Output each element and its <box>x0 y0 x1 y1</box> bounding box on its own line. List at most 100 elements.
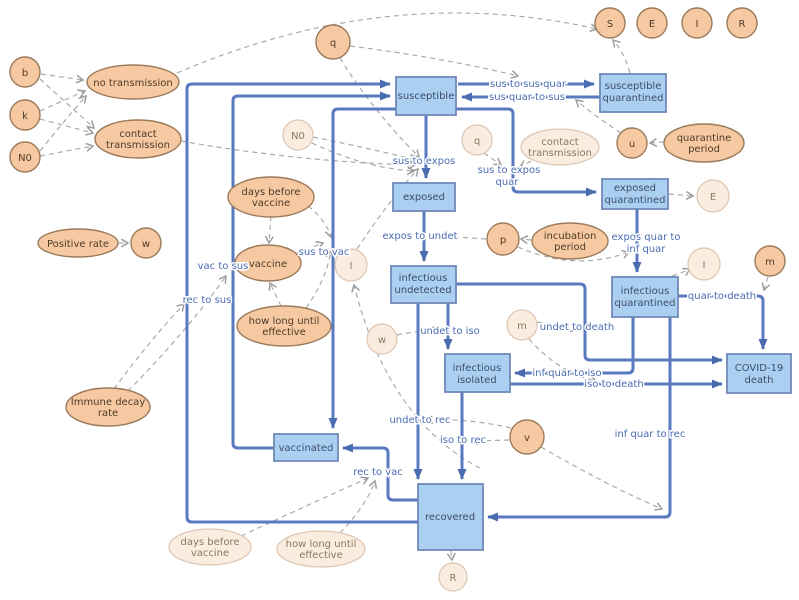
stock-infectious-isolated-box[interactable] <box>444 353 511 393</box>
variable-b[interactable]: b <box>9 56 41 88</box>
variable-n0-shape[interactable] <box>9 141 41 173</box>
stock-vaccinated-box[interactable] <box>273 433 339 462</box>
ghost-contact-transmission[interactable]: contact transmission <box>520 128 600 166</box>
stock-infectious-quarantined-label1: infectious <box>621 286 670 297</box>
stock-exposed[interactable]: exposed <box>392 182 456 212</box>
ghost-days-before-vaccine[interactable]: days before vaccine <box>168 528 252 566</box>
variable-days-before-vaccine[interactable]: days before vaccine <box>227 176 315 218</box>
stock-susceptible[interactable]: susceptible <box>395 76 457 116</box>
ghost-r-shape[interactable] <box>438 562 468 592</box>
variable-k[interactable]: k <box>9 99 41 131</box>
flow-label-inf-quar-to-iso: inf quar to iso <box>532 368 601 379</box>
variable-immune-decay-rate[interactable]: Immune decay rate <box>65 387 151 427</box>
variable-r[interactable]: R <box>726 7 758 39</box>
ghost-w[interactable]: w <box>366 323 398 355</box>
variable-e-shape[interactable] <box>636 7 668 39</box>
ghost-contact-transmission-shape[interactable] <box>520 128 600 166</box>
variable-s-shape[interactable] <box>594 7 626 39</box>
ghost-m-shape[interactable] <box>506 309 538 341</box>
variable-vaccine[interactable]: vaccine <box>234 244 302 282</box>
ghost-q-shape[interactable] <box>461 124 493 156</box>
variable-contact-transmission[interactable]: contact transmission <box>94 119 182 159</box>
stock-covid19-death[interactable]: COVID-19 death <box>726 353 792 394</box>
stock-exposed-quarantined-box[interactable] <box>601 178 669 210</box>
link-k-contact-transmission <box>39 118 95 136</box>
stock-covid19-death-box[interactable] <box>726 353 792 394</box>
ghost-i-right-shape[interactable] <box>687 247 721 281</box>
stock-infectious-quarantined-box[interactable] <box>611 276 679 318</box>
pipe-sus-to-expos-quar[interactable] <box>456 107 597 197</box>
variable-quarantine-period-shape[interactable] <box>663 123 745 163</box>
variable-no-transmission[interactable]: no transmission <box>86 64 180 100</box>
stock-infectious-undetected[interactable]: infectious undetected <box>390 265 457 304</box>
variable-contact-transmission-shape[interactable] <box>94 119 182 159</box>
variable-n0[interactable]: N0 <box>9 141 41 173</box>
ghost-i-left-shape[interactable] <box>334 248 368 282</box>
variable-no-transmission-shape[interactable] <box>86 64 180 100</box>
ghost-q[interactable]: q <box>461 124 493 156</box>
variable-q-shape[interactable] <box>315 24 351 60</box>
stock-exposed-quarantined[interactable]: exposed quarantined <box>601 178 669 210</box>
pipe-undet-to-death[interactable] <box>456 282 723 365</box>
variable-incubation-period-shape[interactable] <box>531 222 609 260</box>
pipe-inf-quar-to-rec[interactable] <box>487 317 672 522</box>
variable-incubation-period[interactable]: incubation period <box>531 222 609 260</box>
link-p-expos-to-undet <box>430 231 487 241</box>
variable-quarantine-period[interactable]: quarantine period <box>663 123 745 163</box>
variable-how-long-until-effective-shape[interactable] <box>236 305 332 347</box>
stock-infectious-isolated[interactable]: infectious isolated <box>444 353 511 393</box>
stock-susceptible-quarantined[interactable]: susceptible quarantined <box>599 73 667 113</box>
stock-infectious-quarantined[interactable]: infectious quarantined <box>611 276 679 318</box>
pipe-vac-to-sus[interactable] <box>231 91 391 450</box>
variable-m[interactable]: m <box>754 245 786 277</box>
pipe-rec-to-vac[interactable] <box>342 443 418 502</box>
ghost-e-shape[interactable] <box>696 179 730 213</box>
ghost-r[interactable]: R <box>438 562 468 592</box>
ghost-days-before-vaccine-shape[interactable] <box>168 528 252 566</box>
variable-w[interactable]: w <box>130 227 162 259</box>
ghost-n0[interactable]: N0 <box>282 119 314 151</box>
stock-infectious-undetected-box[interactable] <box>390 265 457 304</box>
ghost-i-right[interactable]: I <box>687 247 721 281</box>
variable-r-shape[interactable] <box>726 7 758 39</box>
variable-u-shape[interactable] <box>616 127 648 159</box>
variable-positive-rate[interactable]: Positive rate <box>37 228 119 258</box>
ghost-i-left[interactable]: I <box>334 248 368 282</box>
variable-days-before-vaccine-shape[interactable] <box>227 176 315 218</box>
variable-u[interactable]: u <box>616 127 648 159</box>
stock-recovered[interactable]: recovered <box>417 483 484 551</box>
stock-susceptible-box[interactable] <box>395 76 457 116</box>
variable-i[interactable]: I <box>681 7 713 39</box>
variable-s[interactable]: S <box>594 7 626 39</box>
variable-p[interactable]: p <box>486 222 520 256</box>
stock-vaccinated[interactable]: vaccinated <box>273 433 339 462</box>
variable-e[interactable]: E <box>636 7 668 39</box>
variable-q[interactable]: q <box>315 24 351 60</box>
ghost-w-shape[interactable] <box>366 323 398 355</box>
pipe-inf-quar-to-iso[interactable] <box>514 317 635 378</box>
variable-i-shape[interactable] <box>681 7 713 39</box>
ghost-m[interactable]: m <box>506 309 538 341</box>
variable-w-shape[interactable] <box>130 227 162 259</box>
pipe-rec-to-sus[interactable] <box>185 79 418 524</box>
variable-vaccine-shape[interactable] <box>234 244 302 282</box>
variable-how-long-until-effective[interactable]: how long until effective <box>236 305 332 347</box>
variable-immune-decay-rate-shape[interactable] <box>65 387 151 427</box>
variable-p-shape[interactable] <box>486 222 520 256</box>
ghost-e-label: E <box>710 192 716 203</box>
ghost-how-long-until-effective[interactable]: how long until effective <box>276 530 366 568</box>
variable-k-shape[interactable] <box>9 99 41 131</box>
variable-v[interactable]: v <box>509 419 545 455</box>
ghost-how-long-until-effective-shape[interactable] <box>276 530 366 568</box>
variable-m-shape[interactable] <box>754 245 786 277</box>
pipe-quar-to-death[interactable] <box>678 294 768 350</box>
stock-susceptible-quarantined-box[interactable] <box>599 73 667 113</box>
variable-v-shape[interactable] <box>509 419 545 455</box>
pipe-sus-to-vac[interactable] <box>328 107 396 429</box>
stock-recovered-box[interactable] <box>417 483 484 551</box>
variable-b-shape[interactable] <box>9 56 41 88</box>
ghost-n0-shape[interactable] <box>282 119 314 151</box>
ghost-e[interactable]: E <box>696 179 730 213</box>
stock-exposed-box[interactable] <box>392 182 456 212</box>
variable-positive-rate-shape[interactable] <box>37 228 119 258</box>
